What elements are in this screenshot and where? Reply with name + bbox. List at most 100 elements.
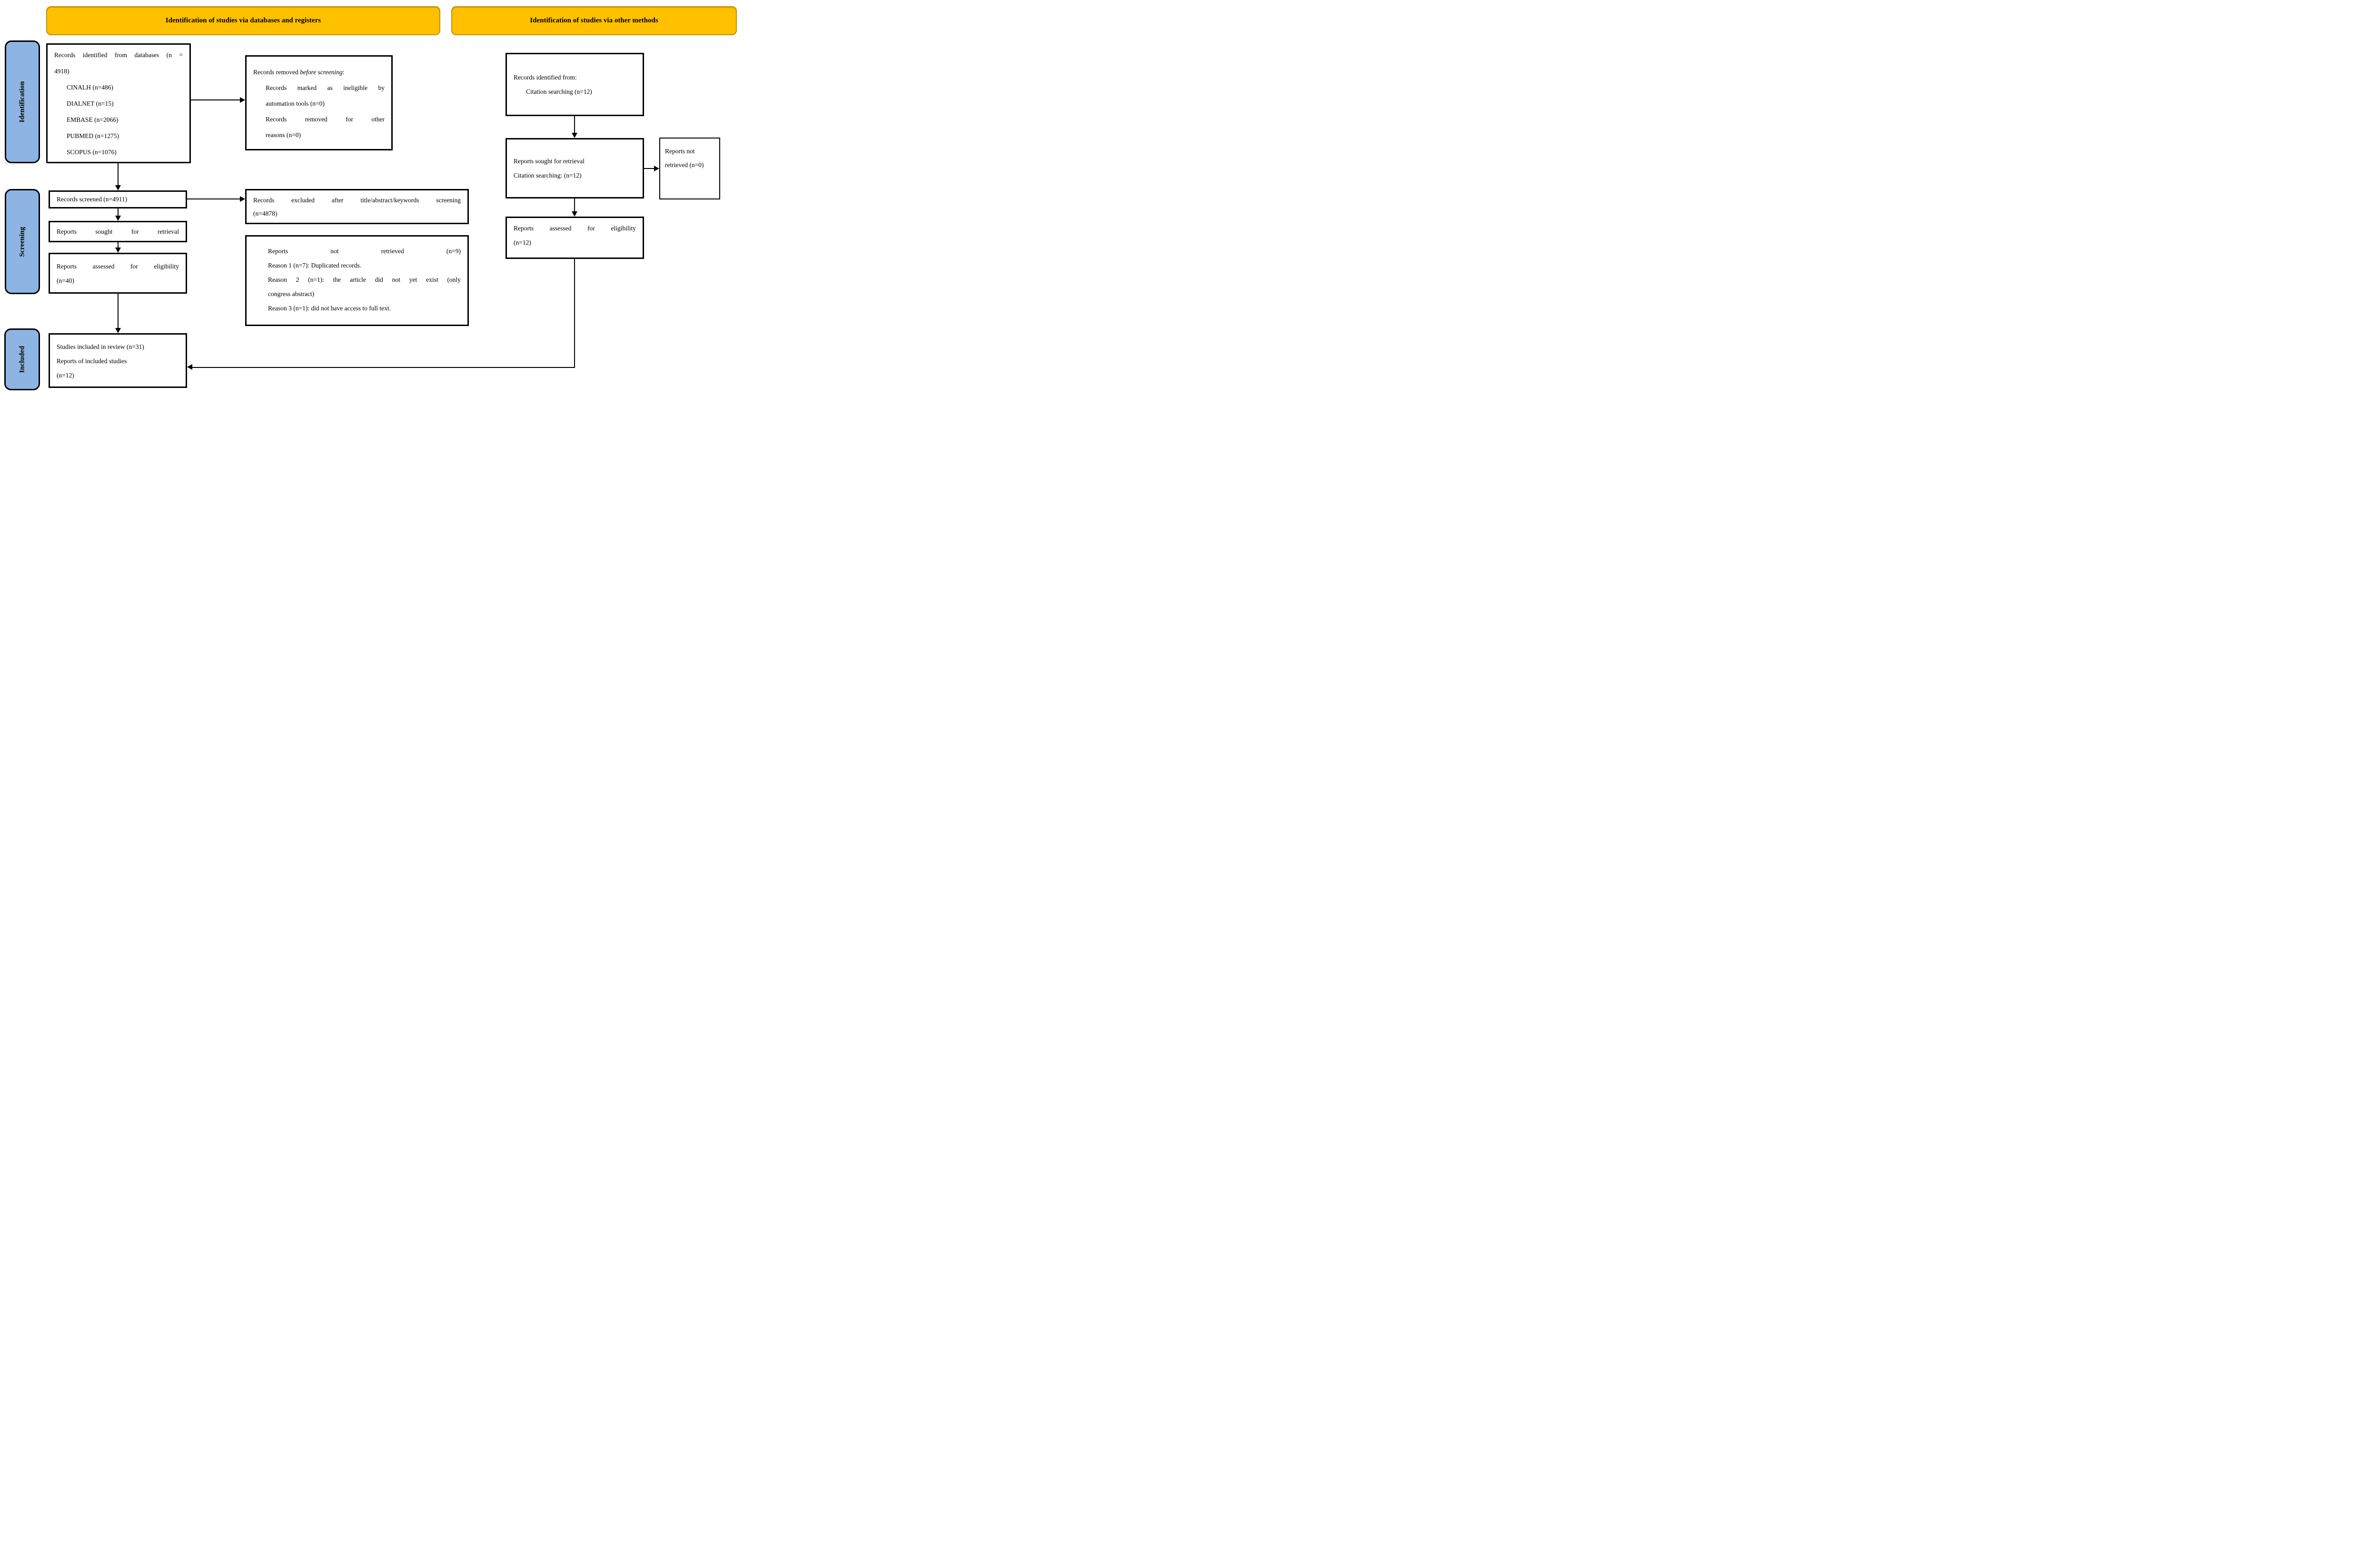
word: eligibility [611, 225, 636, 232]
records-removed-title-prefix: Records removed [253, 69, 300, 76]
word: (n [166, 51, 172, 59]
arrow-other-sought-to-assessed-line [574, 198, 575, 212]
database-source-item: EMBASE (n=2066) [67, 116, 119, 123]
reason-2-line2: congress abstract) [268, 290, 315, 297]
box-records-removed-before-screening: Records removed before screening: Record… [245, 55, 393, 150]
records-removed-title: Records removed before screening: [253, 64, 385, 80]
word: eligibility [154, 263, 179, 270]
word: Records [54, 51, 76, 59]
arrow-screened-to-sought-head [115, 216, 121, 221]
reports-sought-other-line2: Citation searching: (n=12) [514, 171, 582, 179]
word: (only [447, 276, 461, 283]
reports-assessed-line2: (n=40) [57, 277, 74, 284]
stage-screening-label: Screening [18, 226, 26, 257]
records-removed-item2-line2: reasons (n=0) [266, 131, 301, 139]
header-other-methods: Identification of studies via other meth… [451, 6, 737, 35]
word: did [375, 276, 383, 283]
stage-identification: Identification [5, 40, 40, 163]
word: for [131, 228, 139, 235]
arrow-other-identified-to-sought-head [572, 133, 577, 138]
reports-assessed-other-line1: Reports assessed for eligibility [514, 221, 636, 236]
reason-3: Reason 3 (n=1): did not have access to f… [268, 305, 391, 312]
reports-sought-line: Reports sought for retrieval [57, 225, 179, 239]
reports-sought-other-line1: Reports sought for retrieval [514, 157, 585, 165]
arrow-identified-to-screened-head [115, 185, 121, 190]
word: the [333, 276, 341, 283]
arrow-other-sought-to-not-retrieved-line [644, 168, 654, 169]
word: exist [426, 276, 438, 283]
word: title/abstract/keywords [360, 197, 419, 204]
studies-included-line3: (n=12) [57, 372, 74, 379]
box-studies-included: Studies included in review (n=31) Report… [49, 333, 187, 388]
database-source-item: DIALNET (n=15) [67, 100, 114, 107]
arrow-identified-to-removed-head [240, 97, 245, 103]
word: after [331, 197, 344, 204]
arrow-identified-to-screened-line [118, 163, 119, 186]
header-databases-registers: Identification of studies via databases … [46, 6, 440, 35]
word: Reports [514, 225, 534, 232]
word: retrieval [157, 228, 179, 235]
word: databases [134, 51, 159, 59]
records-removed-item1-line2: automation tools (n=0) [266, 100, 325, 107]
word: Records [253, 197, 275, 204]
arrow-identified-to-removed-line [190, 99, 240, 100]
word: from [114, 51, 128, 59]
word: for [130, 263, 138, 270]
word: not [392, 276, 400, 283]
word: (n=1): [308, 276, 324, 283]
box-records-screened: Records screened (n=4911) [49, 190, 187, 208]
word: identified [82, 51, 108, 59]
arrow-other-sought-to-assessed-head [572, 211, 577, 217]
box-reports-not-retrieved-other: Reports not retrieved (n=0) [659, 138, 720, 199]
word: Reports [57, 263, 77, 270]
records-removed-title-suffix: : [342, 69, 345, 76]
stage-included: Included [4, 328, 40, 390]
studies-included-line1: Studies included in review (n=31) [57, 343, 144, 350]
records-identified-intro-line2: 4918) [54, 68, 69, 75]
box-reports-sought-other: Reports sought for retrieval Citation se… [506, 138, 644, 198]
stage-identification-label: Identification [18, 81, 26, 123]
arrow-screened-to-excluded-line [187, 198, 240, 199]
arrow-other-identified-to-sought-line [574, 116, 575, 133]
arrow-sought-to-assessed-line [118, 242, 119, 248]
box-records-identified-other: Records identified from: Citation search… [506, 53, 644, 116]
word: marked [297, 84, 317, 91]
word: removed [305, 116, 327, 123]
records-removed-title-italic: before screening [300, 69, 343, 76]
word: assessed [549, 225, 572, 232]
word: not [330, 248, 339, 255]
word: other [371, 116, 385, 123]
word: as [327, 84, 333, 91]
word: for [587, 225, 595, 232]
database-source-item: SCOPUS (n=1076) [67, 149, 117, 156]
records-removed-item2-line1: Records removed for other [253, 111, 385, 127]
word: (n=9) [446, 248, 461, 255]
box-reports-assessed-eligibility: Reports assessed for eligibility (n=40) [49, 253, 187, 294]
records-excluded-line2: (n=4878) [253, 210, 278, 217]
arrow-screened-to-excluded-head [240, 196, 245, 202]
word: retrieved [381, 248, 404, 255]
word: assessed [92, 263, 115, 270]
arrow-screened-to-sought-line [118, 208, 119, 216]
records-screened-text: Records screened (n=4911) [57, 196, 128, 203]
studies-included-line2: Reports of included studies [57, 357, 127, 365]
word: article [350, 276, 366, 283]
word: Reports [57, 228, 77, 235]
word: for [346, 116, 353, 123]
prisma-flow-diagram: Identification of studies via databases … [0, 0, 740, 392]
word: sought [95, 228, 113, 235]
word: Reason [268, 276, 287, 283]
box-reports-sought-retrieval: Reports sought for retrieval [49, 221, 187, 242]
word: Records [266, 116, 287, 123]
word: = [179, 51, 183, 59]
reports-not-retrieved-other-text: Reports not retrieved (n=0) [665, 148, 704, 168]
stage-screening: Screening [5, 189, 40, 294]
